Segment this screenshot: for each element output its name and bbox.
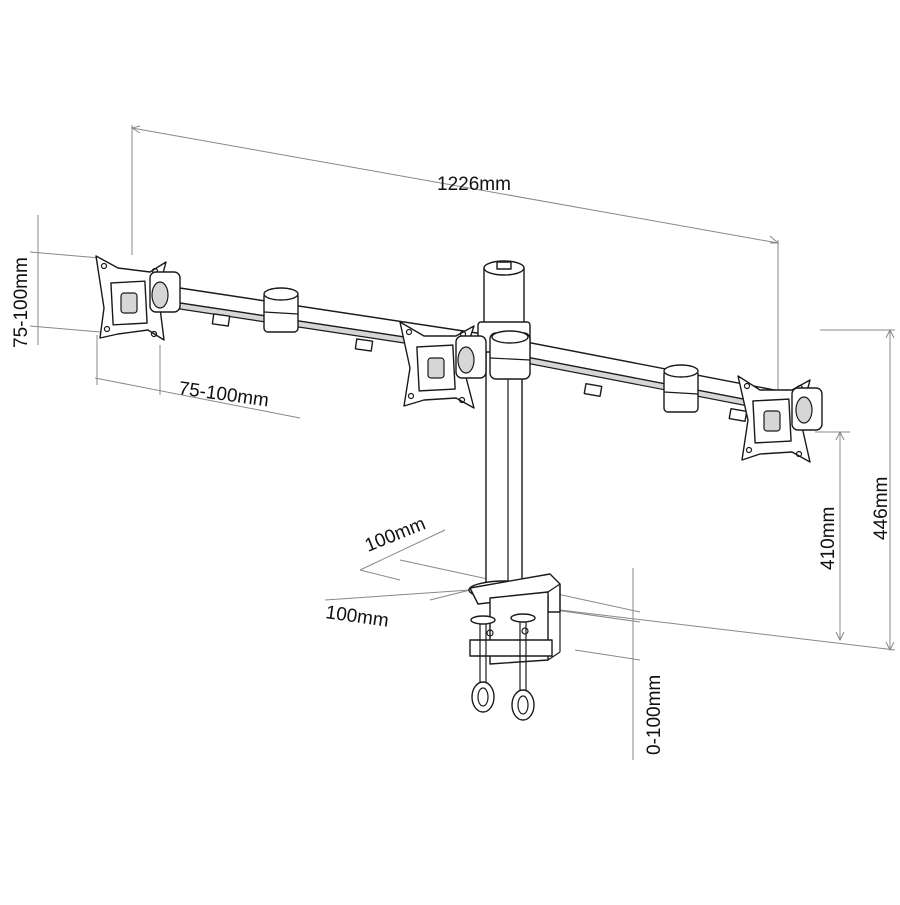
- right-vesa-plate: [737, 375, 823, 463]
- center-hub: [477, 260, 531, 380]
- overall-height-dimension: 446mm: [559, 328, 896, 652]
- clamp-depth-bottom-dimension: 100mm: [324, 589, 471, 632]
- clamp-depth-bottom-label: 100mm: [324, 602, 390, 632]
- arm-height-dimension: 410mm: [815, 430, 850, 642]
- left-elbow-joint: [263, 287, 299, 333]
- left-vesa-plate: [95, 255, 181, 341]
- right-elbow-joint: [663, 364, 699, 413]
- vesa-horizontal-dimension: 75-100mm: [94, 335, 301, 419]
- desk-clamp: [468, 573, 561, 721]
- arm-height-label: 410mm: [818, 507, 839, 570]
- overall-width-dimension: 1226mm: [130, 125, 780, 395]
- vesa-vertical-dimension: 75-100mm: [11, 215, 101, 348]
- vesa-vertical-label: 75-100mm: [11, 257, 32, 348]
- overall-height-label: 446mm: [871, 477, 892, 540]
- center-vesa-plate: [399, 321, 487, 409]
- vesa-horizontal-label: 75-100mm: [177, 378, 270, 411]
- overall-width-label: 1226mm: [437, 174, 511, 195]
- clamp-range-label: 0-100mm: [644, 675, 665, 755]
- clamp-range-dimension: 0-100mm: [554, 568, 665, 760]
- clamp-depth-top-label: 100mm: [362, 513, 429, 556]
